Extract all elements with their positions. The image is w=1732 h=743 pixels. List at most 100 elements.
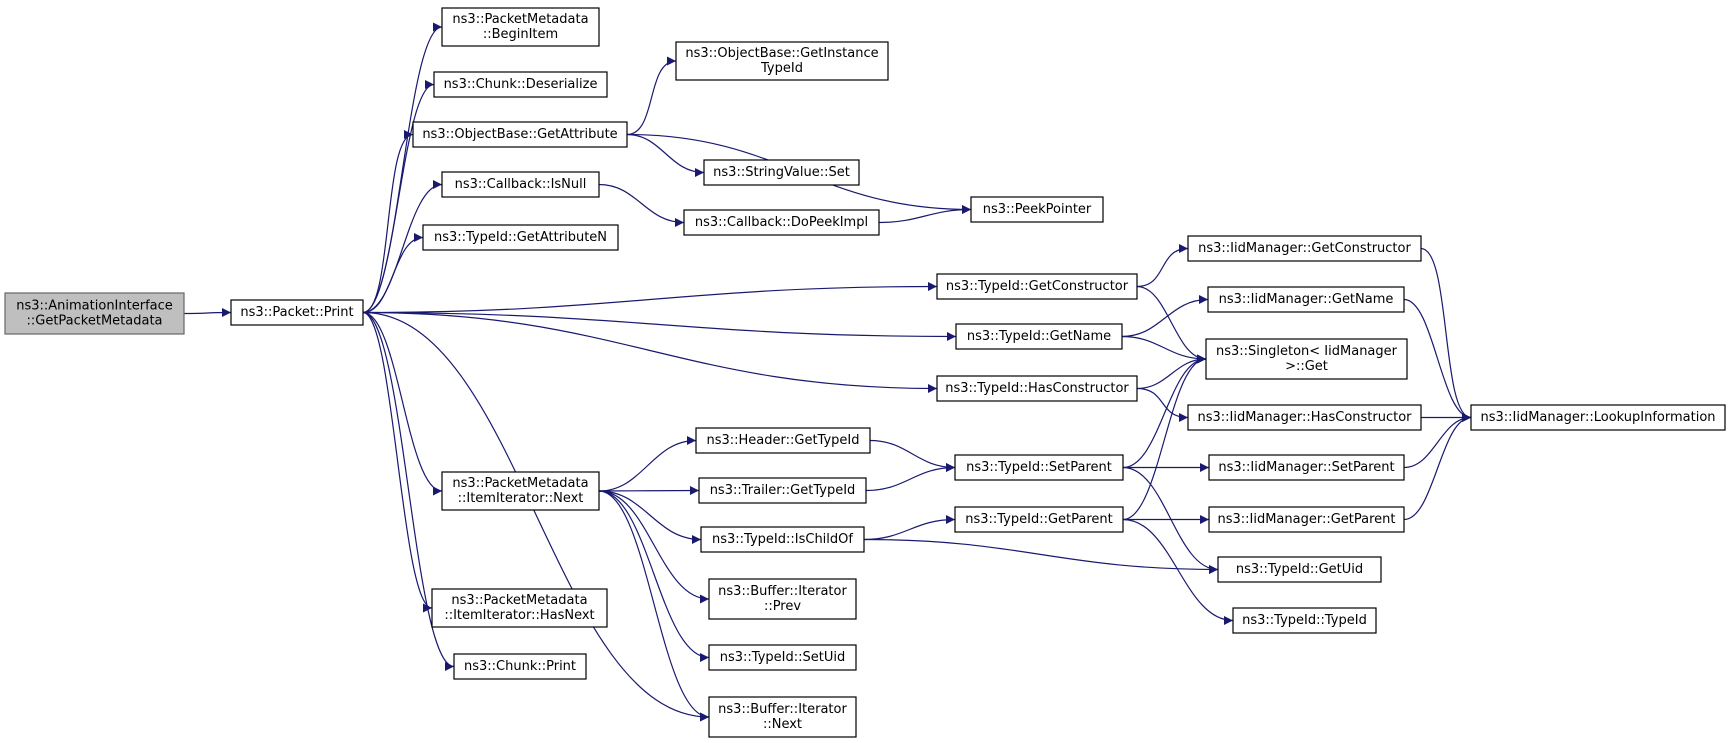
node-iid-lookupinformation[interactable]: ns3::IidManager::LookupInformation	[1470, 404, 1726, 431]
node-box	[422, 224, 619, 251]
node-box	[230, 299, 364, 326]
node-typeid-hasconstructor[interactable]: ns3::TypeId::HasConstructor	[936, 375, 1138, 402]
node-typeid-getuid[interactable]: ns3::TypeId::GetUid	[1217, 556, 1382, 583]
node-pm-itemiterator-hasnext[interactable]: ns3::PacketMetadata::ItemIterator::HasNe…	[431, 588, 608, 628]
node-box	[683, 209, 880, 236]
edge-objbase-getattribute-to-stringvalue-set	[626, 133, 705, 177]
edge-pm-itemiterator-next-to-typeid-ischildof	[598, 490, 702, 544]
node-box	[695, 427, 871, 454]
node-peekpointer[interactable]: ns3::PeekPointer	[970, 196, 1104, 223]
node-box	[431, 588, 608, 628]
node-box	[1187, 404, 1422, 431]
edges	[183, 22, 1472, 722]
node-chunk-print[interactable]: ns3::Chunk::Print	[453, 653, 587, 680]
edge-callback-isnull-to-callback-dopeekimpl	[598, 183, 685, 227]
node-label: ns3::TypeId::GetName	[967, 329, 1111, 344]
edge-pm-itemiterator-next-to-typeid-setuid	[598, 490, 710, 662]
node-label: TypeId	[760, 61, 803, 76]
node-label: ns3::Callback::IsNull	[455, 177, 587, 192]
node-header-gettypeid[interactable]: ns3::Header::GetTypeId	[695, 427, 871, 454]
edge-packet-print-to-typeid-hasconstructor	[362, 311, 938, 393]
node-typeid-getparent[interactable]: ns3::TypeId::GetParent	[954, 506, 1124, 533]
node-objbase-getattribute[interactable]: ns3::ObjectBase::GetAttribute	[412, 121, 628, 148]
node-box	[954, 454, 1124, 481]
node-box	[708, 644, 857, 671]
node-callback-dopeekimpl[interactable]: ns3::Callback::DoPeekImpl	[683, 209, 880, 236]
node-buffer-iterator-next[interactable]: ns3::Buffer::Iterator::Next	[708, 696, 857, 738]
node-typeid-getconstructor[interactable]: ns3::TypeId::GetConstructor	[936, 273, 1138, 300]
node-typeid-setuid[interactable]: ns3::TypeId::SetUid	[708, 644, 857, 671]
node-typeid-getattributen[interactable]: ns3::TypeId::GetAttributeN	[422, 224, 619, 251]
node-box	[1217, 556, 1382, 583]
node-iid-getconstructor[interactable]: ns3::IidManager::GetConstructor	[1187, 235, 1422, 262]
node-label: ns3::IidManager::LookupInformation	[1480, 410, 1715, 425]
edge-pm-itemiterator-next-to-trailer-gettypeid	[598, 486, 700, 496]
edge-typeid-getname-to-singleton-get	[1121, 335, 1207, 364]
node-trailer-gettypeid[interactable]: ns3::Trailer::GetTypeId	[698, 477, 867, 504]
node-box	[936, 273, 1138, 300]
edge-typeid-ischildof-to-typeid-getparent	[863, 515, 956, 541]
edge-pm-itemiterator-next-to-buffer-iterator-prev	[598, 490, 710, 604]
node-typeid-setparent[interactable]: ns3::TypeId::SetParent	[954, 454, 1124, 481]
node-label: ns3::ObjectBase::GetInstance	[685, 46, 878, 61]
node-label: ns3::IidManager::HasConstructor	[1197, 410, 1412, 425]
node-label: ns3::TypeId::GetConstructor	[946, 279, 1129, 294]
node-label: ns3::Singleton< IidManager	[1216, 344, 1398, 359]
node-label: ns3::TypeId::TypeId	[1242, 613, 1367, 628]
node-label: ns3::PeekPointer	[983, 202, 1092, 217]
edge-typeid-getparent-to-singleton-get	[1122, 354, 1207, 521]
node-box	[708, 696, 857, 738]
node-box	[1208, 454, 1405, 481]
node-buffer-iterator-prev[interactable]: ns3::Buffer::Iterator::Prev	[708, 578, 857, 620]
node-label: ns3::Callback::DoPeekImpl	[695, 215, 868, 230]
node-pm-beginitem[interactable]: ns3::PacketMetadata::BeginItem	[441, 7, 600, 47]
node-typeid-typeid[interactable]: ns3::TypeId::TypeId	[1232, 607, 1377, 634]
node-label: ns3::TypeId::GetUid	[1236, 562, 1363, 577]
edge-typeid-setparent-to-singleton-get	[1122, 354, 1207, 469]
node-box	[700, 526, 865, 553]
node-root[interactable]: ns3::AnimationInterface::GetPacketMetada…	[4, 292, 185, 335]
node-box	[936, 375, 1138, 402]
node-label: ns3::TypeId::IsChildOf	[712, 532, 853, 547]
node-label: ns3::Chunk::Deserialize	[444, 77, 598, 92]
node-box	[954, 506, 1124, 533]
node-box	[441, 471, 600, 511]
edge-typeid-getname-to-iid-getname	[1121, 295, 1209, 338]
node-label: ns3::Packet::Print	[240, 305, 353, 320]
edge-header-gettypeid-to-typeid-setparent	[869, 439, 956, 472]
edge-typeid-setparent-to-typeid-getuid	[1122, 466, 1219, 574]
node-typeid-ischildof[interactable]: ns3::TypeId::IsChildOf	[700, 526, 865, 553]
node-callback-isnull[interactable]: ns3::Callback::IsNull	[441, 171, 600, 198]
node-stringvalue-set[interactable]: ns3::StringValue::Set	[703, 159, 860, 186]
node-label: ns3::PacketMetadata	[452, 12, 588, 27]
node-iid-setparent[interactable]: ns3::IidManager::SetParent	[1208, 454, 1405, 481]
edge-packet-print-to-objbase-getattribute	[362, 130, 414, 314]
node-typeid-getname[interactable]: ns3::TypeId::GetName	[955, 323, 1123, 350]
node-chunk-deserialize[interactable]: ns3::Chunk::Deserialize	[433, 71, 608, 98]
node-label: ns3::TypeId::SetParent	[966, 460, 1112, 475]
node-label: ::GetPacketMetadata	[26, 314, 162, 329]
node-singleton-get[interactable]: ns3::Singleton< IidManager>::Get	[1205, 338, 1408, 380]
node-packet-print[interactable]: ns3::Packet::Print	[230, 299, 364, 326]
node-iid-getname[interactable]: ns3::IidManager::GetName	[1207, 286, 1405, 313]
node-label: ns3::StringValue::Set	[713, 165, 850, 180]
edge-packet-print-to-typeid-getname	[362, 311, 957, 341]
node-box	[1205, 338, 1408, 380]
node-label: ns3::IidManager::GetParent	[1217, 512, 1395, 527]
edge-iid-getname-to-iid-lookupinformation	[1403, 298, 1472, 422]
edge-typeid-getconstructor-to-singleton-get	[1136, 285, 1207, 364]
node-label: ns3::Trailer::GetTypeId	[710, 483, 856, 498]
node-iid-getparent[interactable]: ns3::IidManager::GetParent	[1208, 506, 1405, 533]
node-box	[433, 71, 608, 98]
node-iid-hasconstructor[interactable]: ns3::IidManager::HasConstructor	[1187, 404, 1422, 431]
node-box	[1208, 506, 1405, 533]
node-label: ns3::TypeId::GetParent	[965, 512, 1113, 527]
node-pm-itemiterator-next[interactable]: ns3::PacketMetadata::ItemIterator::Next	[441, 471, 600, 511]
node-label: ::BeginItem	[483, 27, 558, 42]
nodes: ns3::AnimationInterface::GetPacketMetada…	[4, 7, 1726, 738]
node-box	[441, 7, 600, 47]
edge-typeid-ischildof-to-typeid-getuid	[863, 538, 1219, 574]
edge-packet-print-to-pm-beginitem	[362, 22, 443, 314]
